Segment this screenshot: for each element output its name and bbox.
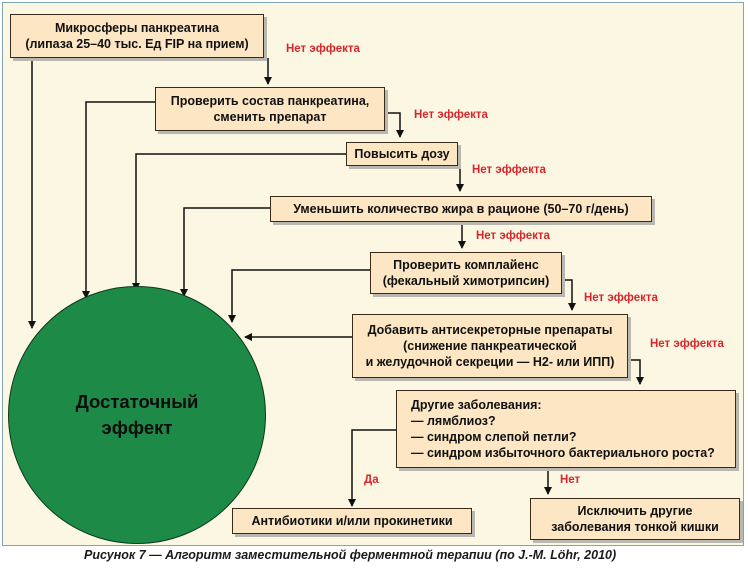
box-text-line: Уменьшить количество жира в рационе (50–… (293, 202, 629, 216)
box-check-compliance: Проверить комплайенс (фекальный химотрип… (370, 252, 562, 294)
box-exclude-other: Исключить другие заболевания тонкой кишк… (530, 498, 740, 540)
box-text-line: (фекальный химотрипсин) (382, 274, 550, 288)
label-no-effect: Нет эффекта (414, 109, 488, 121)
label-no-effect: Нет эффекта (650, 338, 724, 350)
box-text-line: сменить препарат (213, 110, 327, 124)
figure-caption: Рисунок 7 — Алгоритм заместительной ферм… (84, 548, 617, 562)
label-no: Нет (560, 474, 581, 486)
box-text-line: Микросферы панкреатина (54, 21, 220, 35)
box-text-line: — синдром слепой петли? (411, 430, 577, 444)
box-text-line: Другие заболевания: (411, 398, 542, 412)
box-text-line: Проверить состав панкреатина, (170, 94, 370, 108)
box-increase-dose: Повысить дозу (346, 142, 458, 166)
arrow-box2-to-circle (82, 101, 155, 299)
box-text-line: Антибиотики и/или прокинетики (251, 514, 453, 528)
arrow-yes-branch (348, 429, 396, 507)
box-text-line: Исключить другие (577, 504, 693, 518)
box-text-line: — лямблиоз? (411, 414, 496, 428)
label-yes: Да (364, 474, 379, 486)
box-text-line: заболевания тонкой кишки (551, 520, 719, 534)
arrow-box3-to-box4 (456, 165, 464, 192)
label-no-effect: Нет эффекта (286, 43, 360, 55)
box-antibiotics: Антибиотики и/или прокинетики (232, 508, 472, 534)
box-text-line: — синдром избыточного бактериального рос… (411, 446, 715, 460)
arrow-box5-to-circle (228, 269, 370, 323)
box-text-line: (снижение панкреатической (403, 339, 577, 353)
outcome-text-line: эффект (101, 417, 173, 438)
box-text-line: Добавить антисекреторные препараты (367, 323, 613, 337)
box-microspheres: Микросферы панкреатина (липаза 25–40 тыс… (10, 14, 264, 58)
outcome-text-line: Достаточный (75, 391, 199, 412)
arrow-box4-to-circle (180, 207, 270, 297)
box-text-line: Проверить комплайенс (393, 258, 539, 272)
box-text-line: Повысить дозу (354, 147, 450, 161)
arrow-box6-to-box7 (628, 359, 644, 385)
arrow-box5-to-box6 (562, 279, 576, 311)
box-add-antisecretory: Добавить антисекреторные препараты (сниж… (352, 314, 628, 378)
label-no-effect: Нет эффекта (476, 230, 550, 242)
box-reduce-fat: Уменьшить количество жира в рационе (50–… (270, 196, 652, 222)
arrow-box2-to-box3 (385, 112, 404, 138)
box-text-line: и желудочной секреции — Н2- или ИПП) (365, 355, 615, 369)
label-no-effect: Нет эффекта (584, 292, 658, 304)
arrow-box3-to-circle (132, 153, 346, 291)
box-check-composition: Проверить состав панкреатина, сменить пр… (155, 87, 385, 131)
box-text-line: (липаза 25–40 тыс. Ед FIP на прием) (25, 37, 249, 51)
outcome-circle: Достаточный эффект (8, 286, 266, 544)
label-no-effect: Нет эффекта (472, 164, 546, 176)
box-other-diseases: Другие заболевания: — лямблиоз? — синдро… (396, 390, 736, 468)
